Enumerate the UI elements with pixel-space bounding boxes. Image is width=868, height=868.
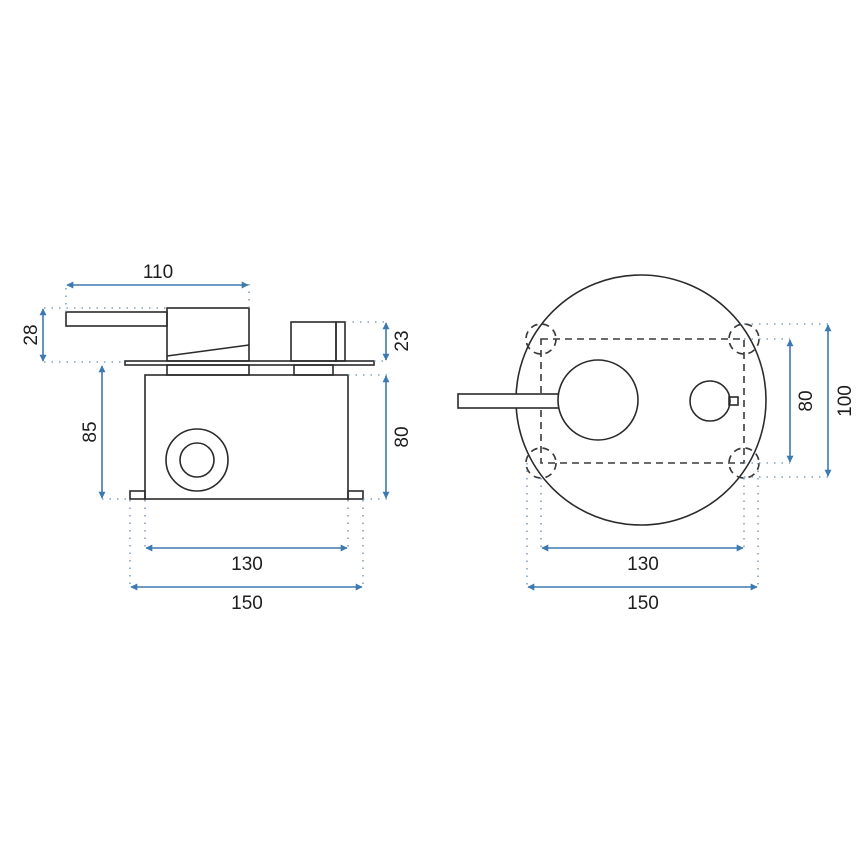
corner-arc-tl xyxy=(525,323,557,355)
corner-arc-bl xyxy=(525,447,557,479)
front-view: 80 100 130 150 xyxy=(457,274,856,614)
concealed-box xyxy=(144,374,349,500)
side-view: 110 28 23 85 80 130 150 xyxy=(21,262,413,614)
dim-label-box-inner-width: 130 xyxy=(231,554,263,575)
spacer-right xyxy=(293,364,334,376)
pipe-connector-outer xyxy=(165,428,229,492)
diverter-knob-tab xyxy=(728,396,739,406)
mixer-rosette xyxy=(557,359,639,441)
diverter-knob xyxy=(290,321,337,362)
dim-label-front-outer-width: 150 xyxy=(627,593,659,614)
pipe-connector-inner xyxy=(179,442,215,478)
box-foot-left xyxy=(129,490,146,500)
dim-label-box-outer-width: 150 xyxy=(231,593,263,614)
spacer-left xyxy=(166,364,250,376)
mixer-body xyxy=(166,307,250,362)
diverter-knob-front xyxy=(689,380,731,422)
dim-label-knob-height: 23 xyxy=(392,330,413,351)
dim-label-front-inner-height: 80 xyxy=(796,390,817,411)
dim-label-box-depth-total: 85 xyxy=(80,421,101,442)
lever-handle-front xyxy=(457,393,560,409)
dim-label-box-height: 80 xyxy=(392,426,413,447)
dim-label-lever-height: 28 xyxy=(21,324,42,345)
mixer-body-slant xyxy=(166,344,250,357)
box-foot-right xyxy=(347,490,364,500)
dim-label-front-inner-width: 130 xyxy=(627,554,659,575)
diverter-knob-cap xyxy=(335,321,346,362)
dim-label-lever-reach: 110 xyxy=(143,262,173,283)
lever-handle xyxy=(65,311,168,327)
dim-label-front-outer-height: 100 xyxy=(835,385,856,417)
